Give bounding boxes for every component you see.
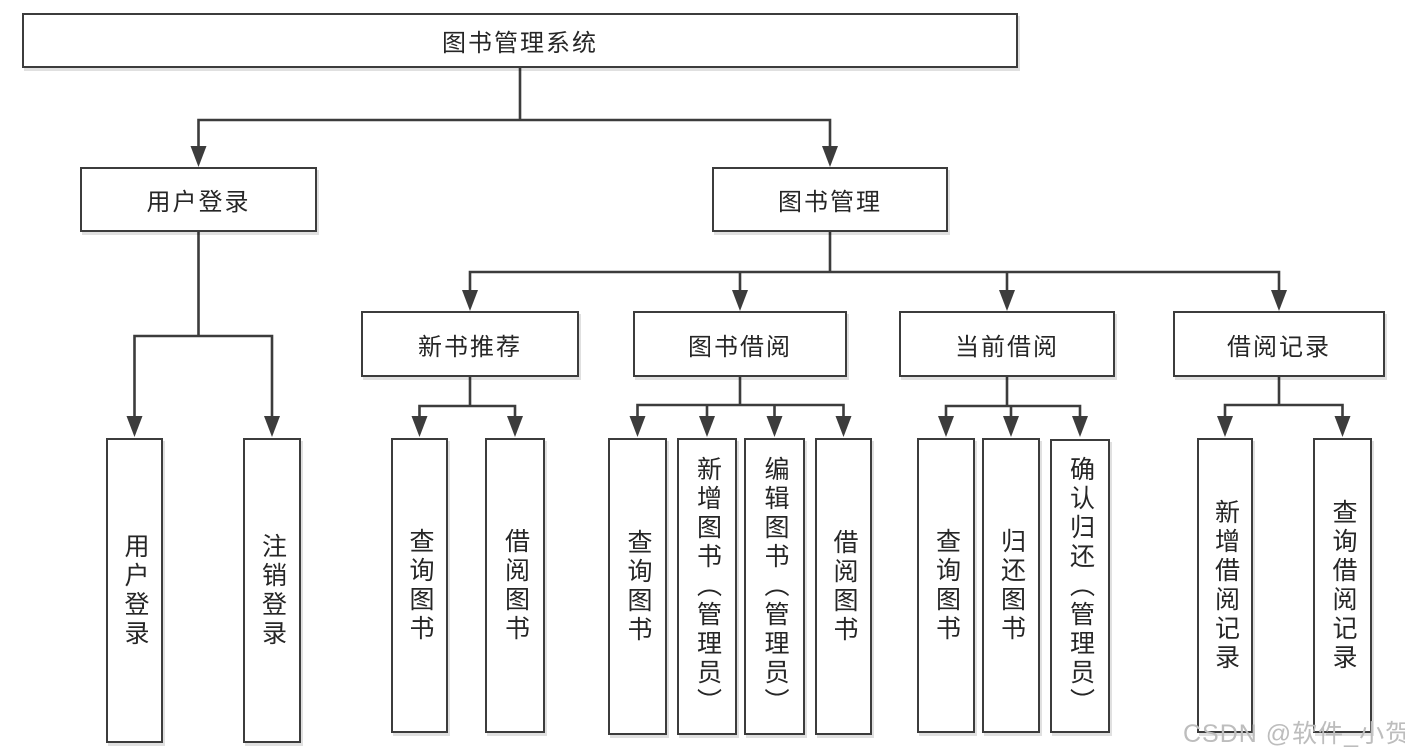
node-user-login-action: 用户登录 xyxy=(106,438,163,743)
node-borrow-books-borrowing: 借阅图书 xyxy=(815,438,872,735)
node-current-borrowing: 当前借阅 xyxy=(899,311,1115,377)
node-confirm-return-admin: 确认归还（管理员） xyxy=(1050,439,1110,733)
node-borrow-books-recommend: 借阅图书 xyxy=(485,438,545,733)
node-label: 确认归还（管理员） xyxy=(1066,455,1095,717)
node-query-borrow-record: 查询借阅记录 xyxy=(1313,438,1372,733)
node-user-login: 用户登录 xyxy=(80,167,317,232)
node-add-books-admin: 新增图书（管理员） xyxy=(677,438,737,735)
node-label: 查询借阅记录 xyxy=(1329,498,1357,673)
node-label: 编辑图书（管理员） xyxy=(761,456,789,717)
node-label: 查询图书 xyxy=(624,528,652,645)
node-label: 新增借阅记录 xyxy=(1211,498,1240,673)
node-label: 图书借阅 xyxy=(688,333,792,361)
node-label: 查询图书 xyxy=(406,527,434,644)
node-query-books-current: 查询图书 xyxy=(917,438,975,733)
node-label: 归还图书 xyxy=(997,527,1026,644)
node-label: 借阅记录 xyxy=(1227,333,1331,361)
node-label: 图书管理 xyxy=(778,189,882,216)
csdn-watermark: CSDN @软件_小贺同学 xyxy=(1183,720,1405,747)
node-label: 图书管理系统 xyxy=(442,30,598,57)
node-library-system: 图书管理系统 xyxy=(22,13,1018,68)
node-new-book-recommendation: 新书推荐 xyxy=(361,311,579,377)
node-logout: 注销登录 xyxy=(243,438,301,743)
node-add-borrow-record: 新增借阅记录 xyxy=(1197,438,1253,733)
node-label: 借阅图书 xyxy=(830,528,858,645)
node-label: 当前借阅 xyxy=(955,333,1059,361)
node-book-borrowing: 图书借阅 xyxy=(633,311,847,377)
node-borrowing-records: 借阅记录 xyxy=(1173,311,1385,377)
node-edit-books-admin: 编辑图书（管理员） xyxy=(744,438,805,735)
node-label: 注销登录 xyxy=(258,532,287,649)
node-return-books: 归还图书 xyxy=(982,438,1040,733)
node-label: 借阅图书 xyxy=(501,527,530,644)
node-label: 用户登录 xyxy=(146,189,251,216)
node-query-books-borrowing: 查询图书 xyxy=(608,438,667,735)
node-book-management: 图书管理 xyxy=(712,167,948,232)
node-label: 新书推荐 xyxy=(418,333,522,361)
node-label: 用户登录 xyxy=(121,532,149,649)
node-label: 新增图书（管理员） xyxy=(693,456,722,717)
node-label: 查询图书 xyxy=(932,527,961,644)
node-query-books-recommend: 查询图书 xyxy=(391,438,448,733)
